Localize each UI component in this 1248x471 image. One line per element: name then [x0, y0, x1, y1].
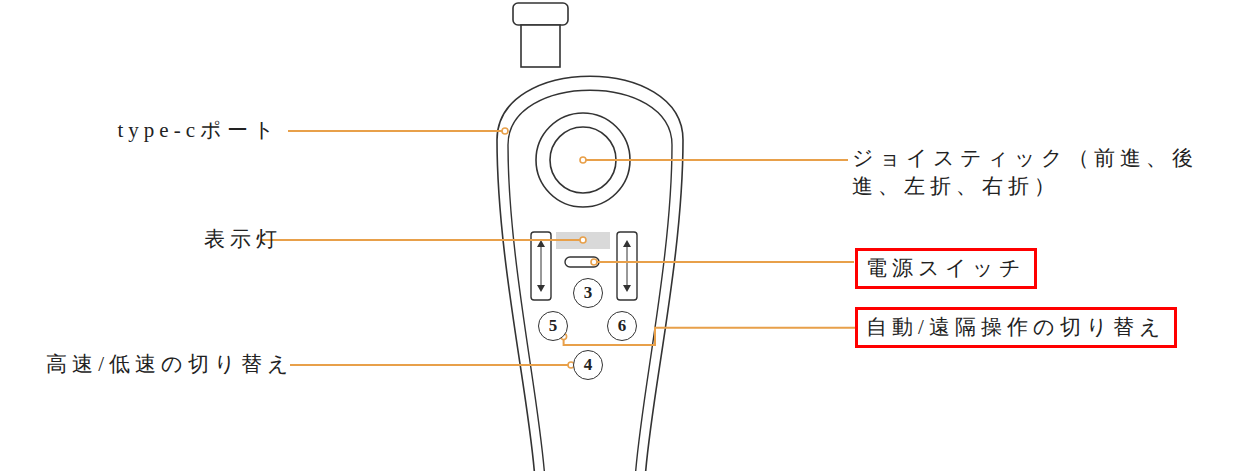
part-label-text: 表示灯 [204, 227, 282, 251]
button-number: 3 [584, 283, 593, 303]
leader-dots [502, 128, 597, 368]
plug-head [513, 3, 568, 25]
leader-line [594, 261, 854, 263]
part-label-text: ジョイスティック（前進、後進、左折、右折） [852, 146, 1198, 198]
part-label-text: type-cポート [118, 118, 280, 142]
button-number: 6 [618, 316, 627, 336]
leader-dot [502, 128, 508, 134]
button: 4 [573, 350, 603, 380]
leader-line [290, 364, 571, 366]
part-label-text: 高速/低速の切り替え [46, 352, 294, 376]
part-label: type-cポート [118, 116, 280, 144]
power-switch [565, 257, 599, 267]
callout-box: 自動/遠隔操作の切り替え [855, 307, 1177, 348]
callout-text: 電源スイッチ [866, 256, 1026, 280]
body-inner-outline [508, 90, 672, 471]
part-label: 表示灯 [204, 225, 282, 253]
leader-line [260, 239, 583, 241]
leader-dot [580, 157, 586, 163]
callout-box: 電源スイッチ [855, 248, 1037, 289]
leader-dot [580, 237, 586, 243]
body-outline [497, 76, 683, 471]
leader-lines [260, 131, 854, 365]
button-number: 4 [584, 355, 593, 375]
part-label: ジョイスティック（前進、後進、左折、右折） [852, 144, 1224, 201]
button: 5 [538, 311, 568, 341]
leader-line [288, 130, 505, 132]
button-number: 5 [549, 316, 558, 336]
leader-dot [591, 259, 597, 265]
button: 6 [607, 311, 637, 341]
leader-line [583, 159, 848, 161]
callout-text: 自動/遠隔操作の切り替え [866, 315, 1166, 339]
part-label: 高速/低速の切り替え [46, 350, 294, 378]
plug-neck [521, 25, 560, 67]
button: 3 [573, 278, 603, 308]
